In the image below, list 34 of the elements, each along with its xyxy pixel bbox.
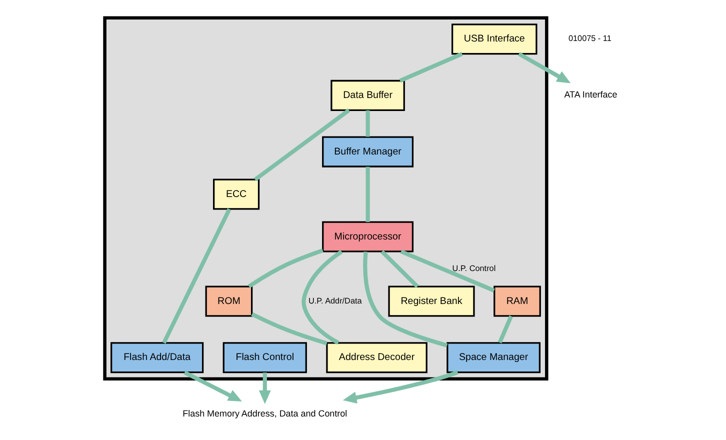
edge-label: U.P. Control	[452, 264, 496, 274]
node-box: Buffer Manager	[322, 136, 414, 168]
arrow	[183, 370, 242, 402]
connector	[398, 52, 462, 83]
node-box: Address Decoder	[326, 342, 427, 374]
cluster	[102, 16, 548, 380]
node-text: Flash Memory Address, Data and Control	[182, 408, 347, 418]
node-box: ECC	[212, 178, 260, 210]
connector	[247, 248, 323, 288]
node-box: Flash Add/Data	[110, 342, 204, 374]
connector	[253, 108, 350, 182]
node-box: Register Bank	[388, 286, 474, 317]
arrow	[342, 370, 458, 404]
node-box: Flash Control	[222, 342, 306, 374]
connector	[380, 250, 418, 288]
connector	[301, 250, 342, 345]
node-box: Space Manager	[446, 342, 540, 374]
connector	[400, 250, 494, 292]
node-box: Microprocessor	[322, 221, 414, 252]
node-text: ATA Interface	[564, 90, 617, 100]
connector	[365, 166, 370, 222]
node-box: RAM	[493, 286, 540, 317]
connector	[162, 208, 231, 344]
connector	[365, 110, 370, 137]
arrow	[517, 52, 570, 84]
edge-label: U.P. Addr/Data	[308, 296, 362, 306]
arrow	[258, 372, 270, 404]
node-box: ROM	[204, 286, 252, 317]
connector	[362, 252, 448, 348]
connector	[250, 312, 327, 346]
node-box: USB Interface	[451, 24, 537, 55]
connector	[497, 315, 513, 344]
node-box: Data Buffer	[330, 80, 404, 111]
label: 010075 - 11	[568, 34, 611, 44]
